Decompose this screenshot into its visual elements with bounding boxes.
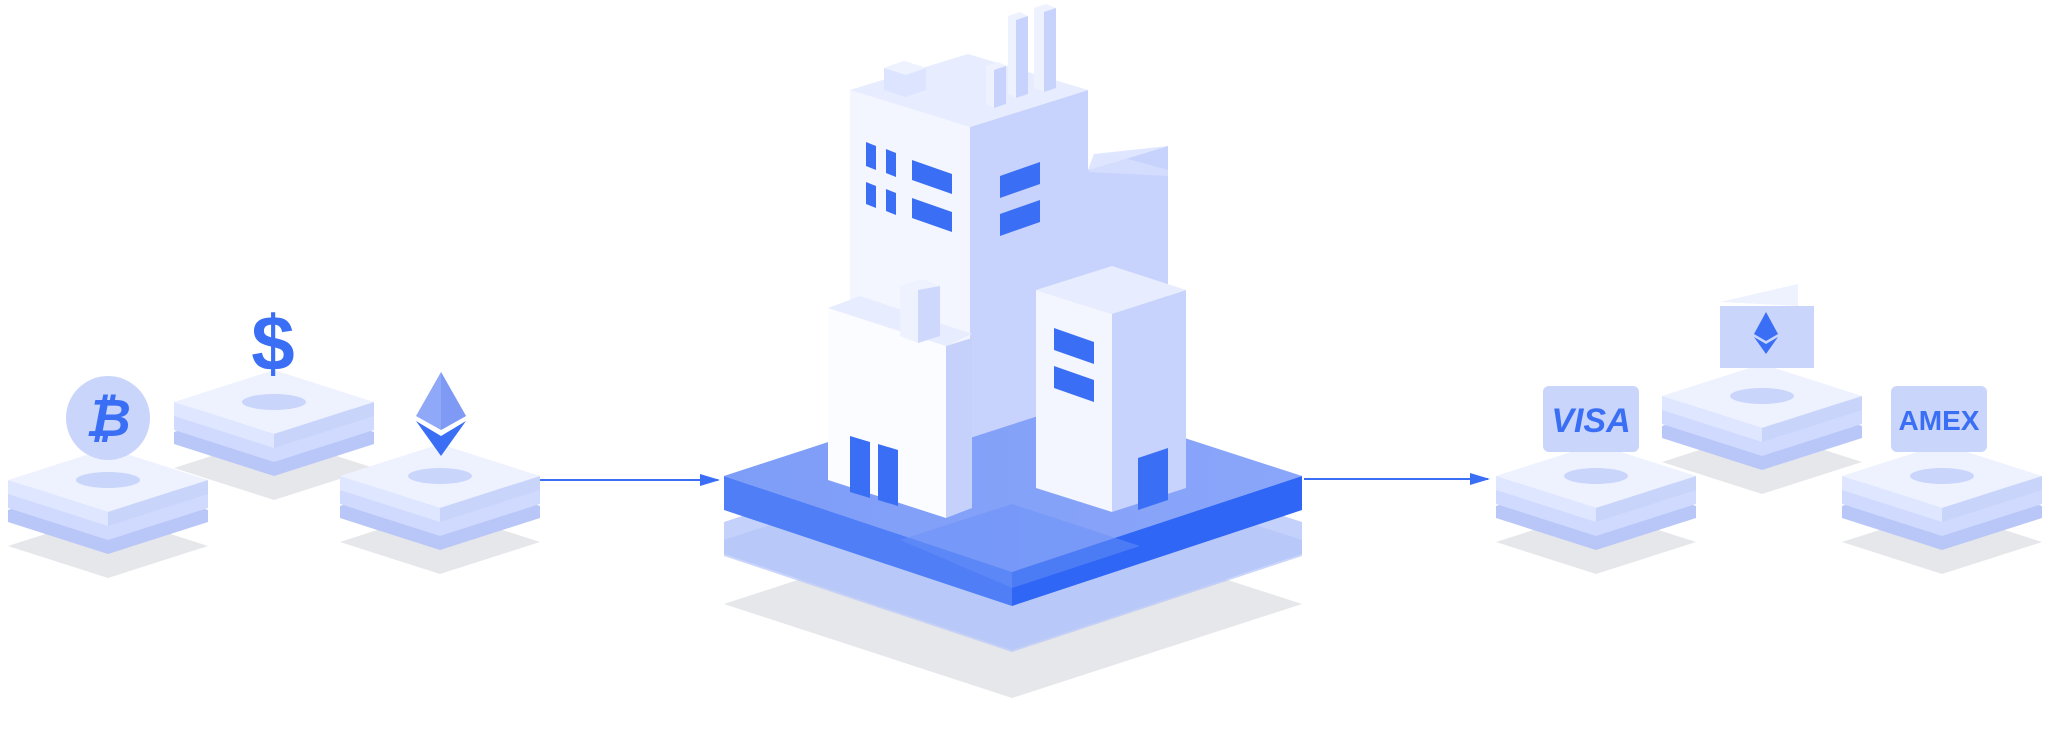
bitcoin-icon: ₿ xyxy=(66,376,150,460)
ethereum-card-icon xyxy=(1720,284,1814,368)
ethereum-platform xyxy=(340,444,540,574)
output-group: VISA AMEX xyxy=(1496,284,2042,574)
bitcoin-platform xyxy=(8,448,208,578)
dollar-icon: $ xyxy=(251,299,294,387)
visa-card-icon: VISA xyxy=(1543,386,1639,452)
bitcoin-symbol: ₿ xyxy=(85,390,131,448)
visa-label: VISA xyxy=(1551,402,1630,440)
dollar-platform xyxy=(174,370,374,500)
amex-platform xyxy=(1842,444,2042,574)
visa-platform xyxy=(1496,444,1696,574)
right-building xyxy=(1036,266,1186,512)
amex-card-icon: AMEX xyxy=(1891,386,1987,452)
left-building xyxy=(828,279,972,518)
factory xyxy=(724,4,1302,698)
ethereum-icon xyxy=(416,372,466,456)
dollar-symbol: $ xyxy=(251,299,294,387)
input-group: ₿ $ xyxy=(8,299,540,578)
amex-label: AMEX xyxy=(1899,405,1980,436)
ethereum-card-platform xyxy=(1662,364,1862,494)
